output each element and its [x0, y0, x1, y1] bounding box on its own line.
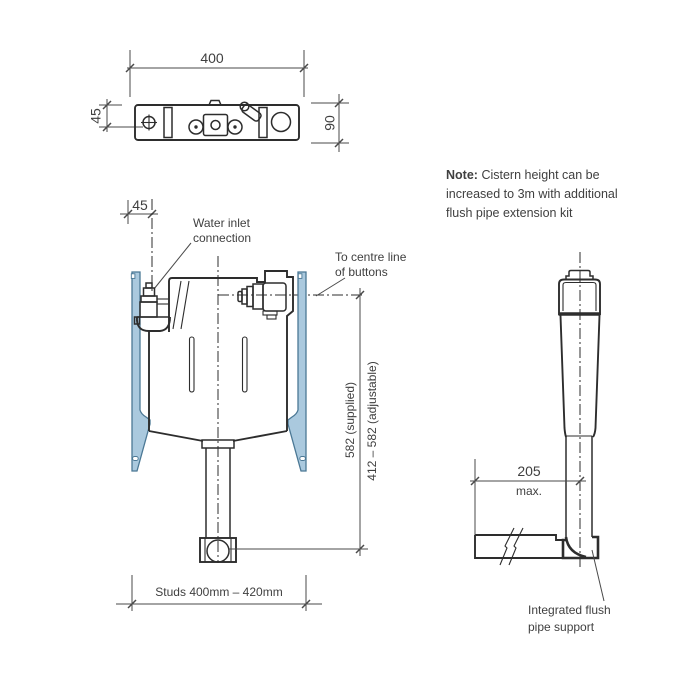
note-line3: flush pipe extension kit [446, 206, 573, 220]
studs-dimension [116, 575, 322, 611]
note-line1-text: Cistern height can be [481, 168, 600, 182]
front-view-drawing [116, 199, 368, 611]
buttons-label-line2: of buttons [335, 264, 388, 279]
water-inlet-label: Water inlet connection [193, 216, 251, 245]
studs-dim-label: Studs 400mm – 420mm [155, 585, 283, 599]
water-inlet-label-line1: Water inlet [193, 216, 250, 230]
side-depth-qualifier-label: max. [515, 484, 542, 498]
buttons-centerline-label: To centre line of buttons [335, 250, 406, 279]
front-offset-dim-label: 45 [132, 197, 148, 213]
top-offset-dim-label: 45 [87, 108, 104, 124]
note-label: Note: [446, 168, 478, 182]
flush-pipe-support-label: Integrated flush pipe support [528, 602, 611, 635]
top-depth-dimension [311, 94, 349, 152]
right-stud [287, 271, 307, 472]
height-adjustable-dim-label: 412 – 582 (adjustable) [364, 361, 379, 481]
water-inlet-valve [133, 282, 171, 332]
note-block: Note:Cistern height can be increased to … [446, 166, 618, 223]
water-inlet-leader [153, 242, 192, 290]
cistern-front-body [148, 270, 294, 563]
cistern-side-body [558, 269, 601, 537]
top-width-dim-label: 400 [200, 50, 224, 66]
flush-button-mechanism [237, 282, 287, 320]
top-width-dimension [125, 50, 309, 97]
support-label-line2: pipe support [528, 619, 595, 634]
side-view-drawing [470, 252, 605, 602]
height-dimension [229, 288, 368, 556]
support-label-line1: Integrated flush [528, 603, 611, 617]
depth-dimension [470, 459, 586, 535]
height-supplied-dim-label: 582 (supplied) [342, 381, 357, 459]
note-line2: increased to 3m with additional [446, 187, 618, 201]
note-line1: Note:Cistern height can be [446, 166, 618, 185]
flush-pipe-support [474, 527, 600, 566]
top-view-drawing [99, 50, 349, 152]
support-leader [591, 549, 605, 602]
side-depth-dim-label: 205 [517, 463, 541, 479]
water-inlet-label-line2: connection [193, 230, 252, 245]
cistern-plan-body [134, 99, 300, 141]
buttons-leader [315, 277, 346, 297]
top-depth-dim-label: 90 [321, 115, 338, 131]
buttons-label-line1: To centre line [335, 250, 407, 264]
top-offset-dimension [99, 99, 143, 132]
